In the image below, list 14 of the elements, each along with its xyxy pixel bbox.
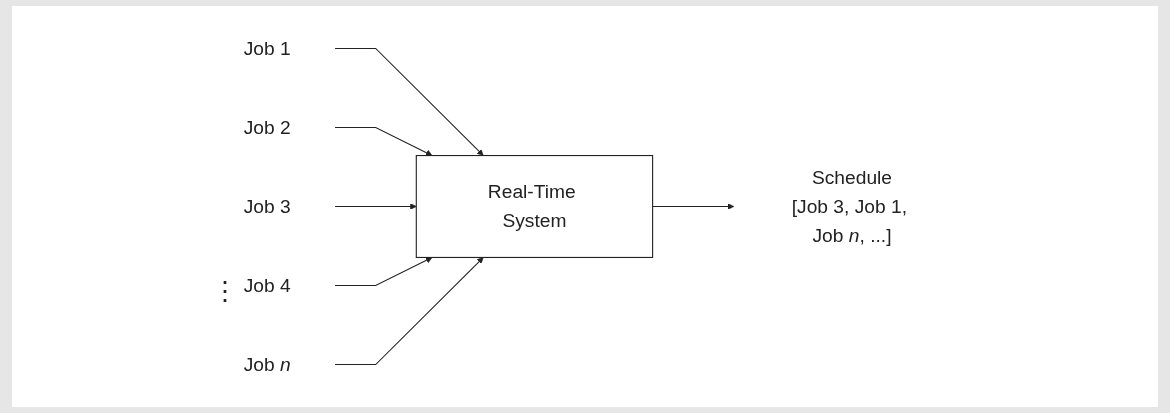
node-box: Real-Time System: [415, 155, 654, 258]
arrow: [652, 203, 735, 210]
arrow: [334, 126, 433, 156]
node-text: Schedule [Job 3, Job 1, Job n, ...]: [791, 166, 908, 247]
node-text: Job n: [243, 353, 291, 376]
node-text: Job 2: [243, 116, 291, 139]
node-text: Job 4: [243, 274, 291, 297]
node-text: Job 1: [243, 37, 291, 60]
arrow: [334, 257, 484, 366]
arrow: [334, 203, 417, 210]
arrow: [334, 257, 433, 287]
arrow: [334, 47, 484, 156]
node-text: Job 3: [243, 195, 291, 218]
ellipsis-mark: ⋮: [212, 276, 238, 307]
